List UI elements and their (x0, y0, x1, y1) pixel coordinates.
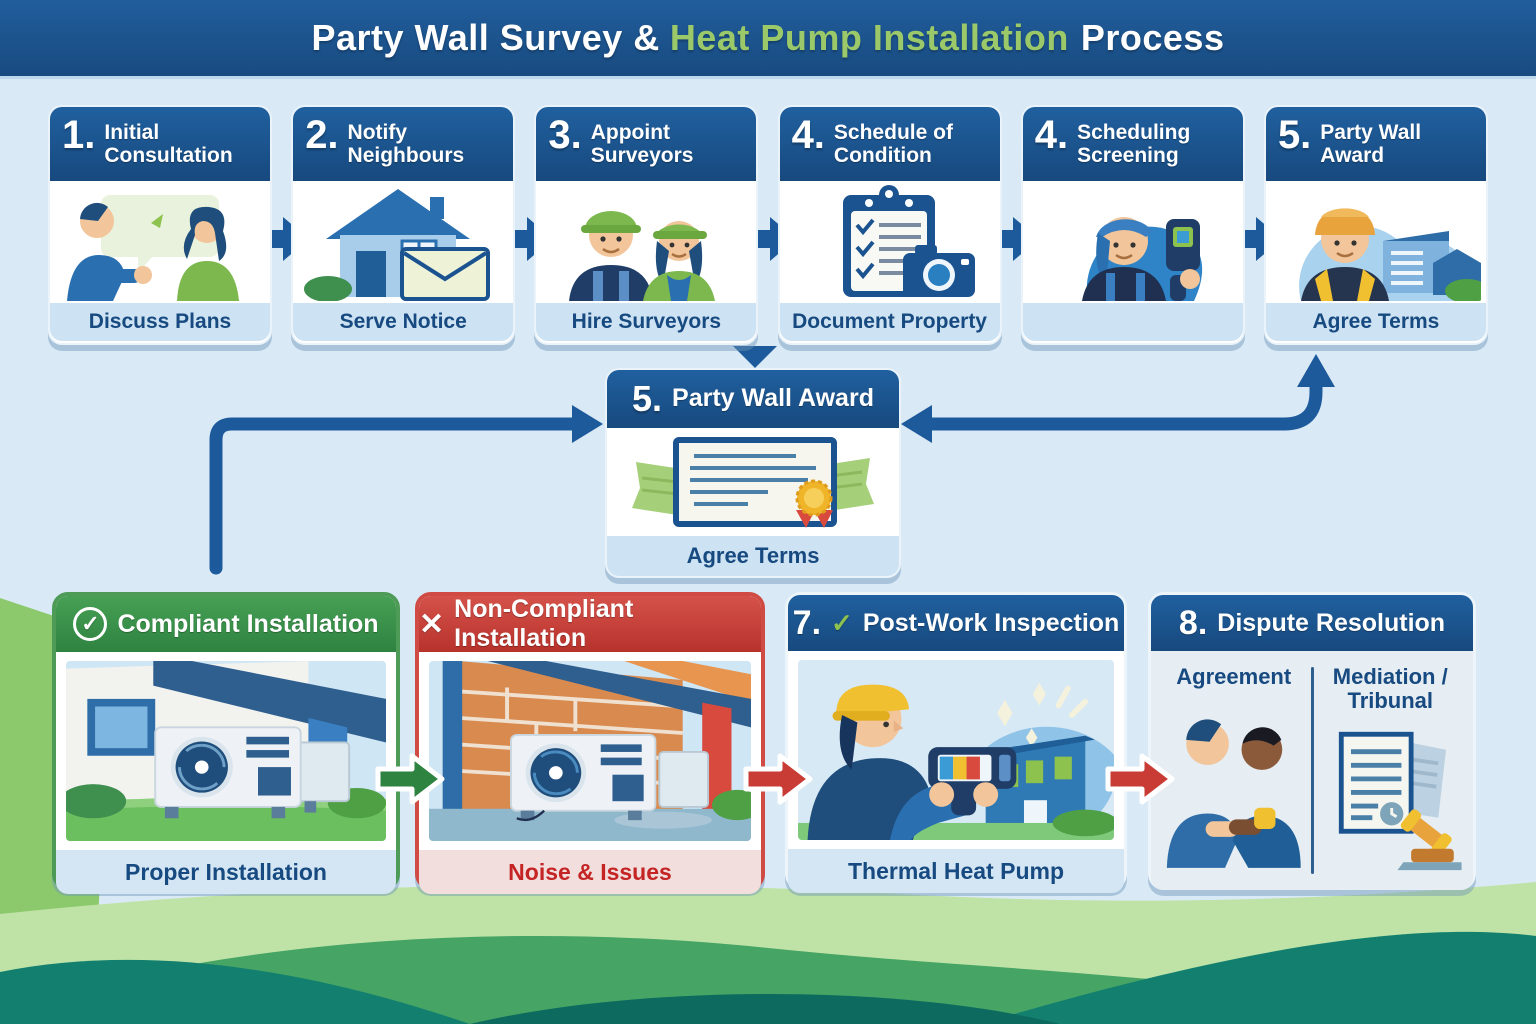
non-compliant-caption: Noise & Issues (419, 850, 761, 894)
step-caption: Hire Surveyors (536, 303, 757, 341)
mediation-panel: Mediation / Tribunal (1318, 661, 1464, 880)
step-title: Scheduling Screening (1077, 121, 1191, 168)
step-caption: Agree Terms (1265, 303, 1486, 341)
title-part1: Party Wall Survey & (311, 17, 660, 58)
inspection-header: 7. ✓ Post-Work Inspection (788, 595, 1124, 651)
compliant-header: ✓ Compliant Installation (56, 596, 396, 652)
award-caption: Agree Terms (607, 536, 899, 576)
step-illustration (779, 181, 1000, 303)
card-dispute-resolution: 8. Dispute Resolution Agreement (1148, 592, 1476, 890)
step-header: 4. Scheduling Screening (1022, 107, 1243, 181)
step-number: 4. (1034, 113, 1069, 157)
step-number: 1. (62, 113, 96, 157)
non-compliant-header: ✕ Non-Compliant Installation (419, 595, 761, 652)
step-card-appoint-surveyors: 3. Appoint Surveyors (534, 105, 759, 345)
step-number: 4. (791, 113, 825, 157)
agreement-panel: Agreement (1161, 661, 1307, 880)
award-number: 5. (632, 377, 663, 419)
certificate-icon (632, 437, 874, 528)
issue-arrow-icon (743, 753, 813, 805)
step-illustration (536, 181, 757, 303)
surveyors-icon (569, 211, 716, 301)
step-number: 8. (1178, 604, 1208, 642)
dispute-header: 8. Dispute Resolution (1151, 595, 1473, 651)
non-compliant-illustration (419, 652, 761, 850)
step-card-initial-consultation: 1. Initial Consultation Discuss Plans (48, 105, 272, 345)
card-post-work-inspection: 7. ✓ Post-Work Inspection (785, 592, 1127, 893)
card-compliant-installation: ✓ Compliant Installation (52, 592, 400, 894)
step-caption (1022, 303, 1243, 341)
step-caption: Document Property (779, 303, 1000, 341)
step-title: Party Wall Award (1320, 121, 1422, 168)
compliant-title: Compliant Installation (117, 609, 379, 638)
step-header: 3. Appoint Surveyors (536, 107, 757, 181)
bottom-step-row: ✓ Compliant Installation (52, 592, 1484, 894)
step-caption: Serve Notice (293, 303, 514, 341)
non-compliant-title: Non-Compliant Installation (454, 595, 634, 652)
award-illustration (607, 428, 899, 536)
inspection-title: Post-Work Inspection (862, 608, 1120, 637)
mediation-label: Mediation / Tribunal (1332, 664, 1448, 714)
step-title: Initial Consultation (104, 121, 233, 168)
step-number: 7. (792, 604, 822, 642)
step-illustration (293, 181, 514, 303)
step-header: 2. Notify Neighbours (293, 107, 514, 181)
award-title: Party Wall Award (672, 384, 874, 413)
document-gavel-icon (1338, 732, 1462, 871)
step-illustration (1265, 181, 1486, 303)
step-header: 1. Initial Consultation (50, 107, 270, 181)
step-caption: Discuss Plans (50, 303, 270, 341)
step-title: Schedule of Condition (833, 121, 953, 168)
thermal-inspection-icon (798, 660, 1114, 840)
award-card: 5. Party Wall Award Agree Terms (605, 368, 901, 578)
step-number: 2. (305, 113, 339, 157)
inspection-caption: Thermal Heat Pump (788, 849, 1124, 893)
compliant-illustration (56, 652, 396, 850)
step-illustration (50, 181, 270, 303)
top-step-row: 1. Initial Consultation Discuss Plans (48, 105, 1488, 345)
step-header: 5. Party Wall Award (1265, 107, 1486, 181)
step-title: Notify Neighbours (347, 121, 465, 168)
check-circle-icon: ✓ (73, 607, 108, 641)
small-check-icon: ✓ (831, 607, 853, 638)
conversation-icon (67, 195, 239, 301)
agreement-label: Agreement (1176, 664, 1292, 689)
compliant-caption: Proper Installation (56, 850, 396, 894)
builder-house-icon (1299, 208, 1481, 301)
award-header: 5. Party Wall Award (607, 370, 899, 428)
heat-pump-noisy-icon (429, 661, 751, 841)
step-illustration (1022, 181, 1243, 303)
dispute-arrow-icon (1105, 753, 1175, 805)
panel-divider (1310, 667, 1314, 874)
clipboard-camera-icon (842, 185, 975, 297)
dispute-illustration: Agreement Mediation / Tr (1151, 651, 1473, 890)
heat-pump-proper-icon (66, 661, 386, 841)
compliant-arrow-icon (375, 753, 445, 805)
step-number: 5. (1277, 113, 1312, 157)
thermal-screening-icon (1081, 217, 1202, 301)
page-title: Party Wall Survey &Heat Pump Installatio… (312, 17, 1225, 59)
card-non-compliant-installation: ✕ Non-Compliant Installation (415, 592, 765, 894)
step-card-scheduling-screening: 4. Scheduling Screening (1020, 105, 1245, 345)
title-part2: Process (1080, 17, 1225, 58)
dispute-title: Dispute Resolution (1217, 608, 1446, 637)
title-highlight: Heat Pump Installation (669, 17, 1069, 58)
inspection-illustration (788, 651, 1124, 849)
cross-icon: ✕ (419, 607, 445, 641)
handshake-icon (1166, 719, 1301, 869)
step-number: 3. (548, 113, 582, 157)
step-header: 4. Schedule of Condition (779, 107, 1000, 181)
step-card-notify-neighbours: 2. Notify Neighbours Serve Notice (291, 105, 516, 345)
step-card-schedule-of-condition: 4. Schedule of Condition (777, 105, 1002, 345)
step-card-party-wall-award: 5. Party Wall Award (1263, 105, 1488, 345)
house-envelope-icon (304, 189, 491, 301)
title-bar: Party Wall Survey &Heat Pump Installatio… (0, 0, 1536, 76)
step-title: Appoint Surveyors (590, 121, 694, 168)
